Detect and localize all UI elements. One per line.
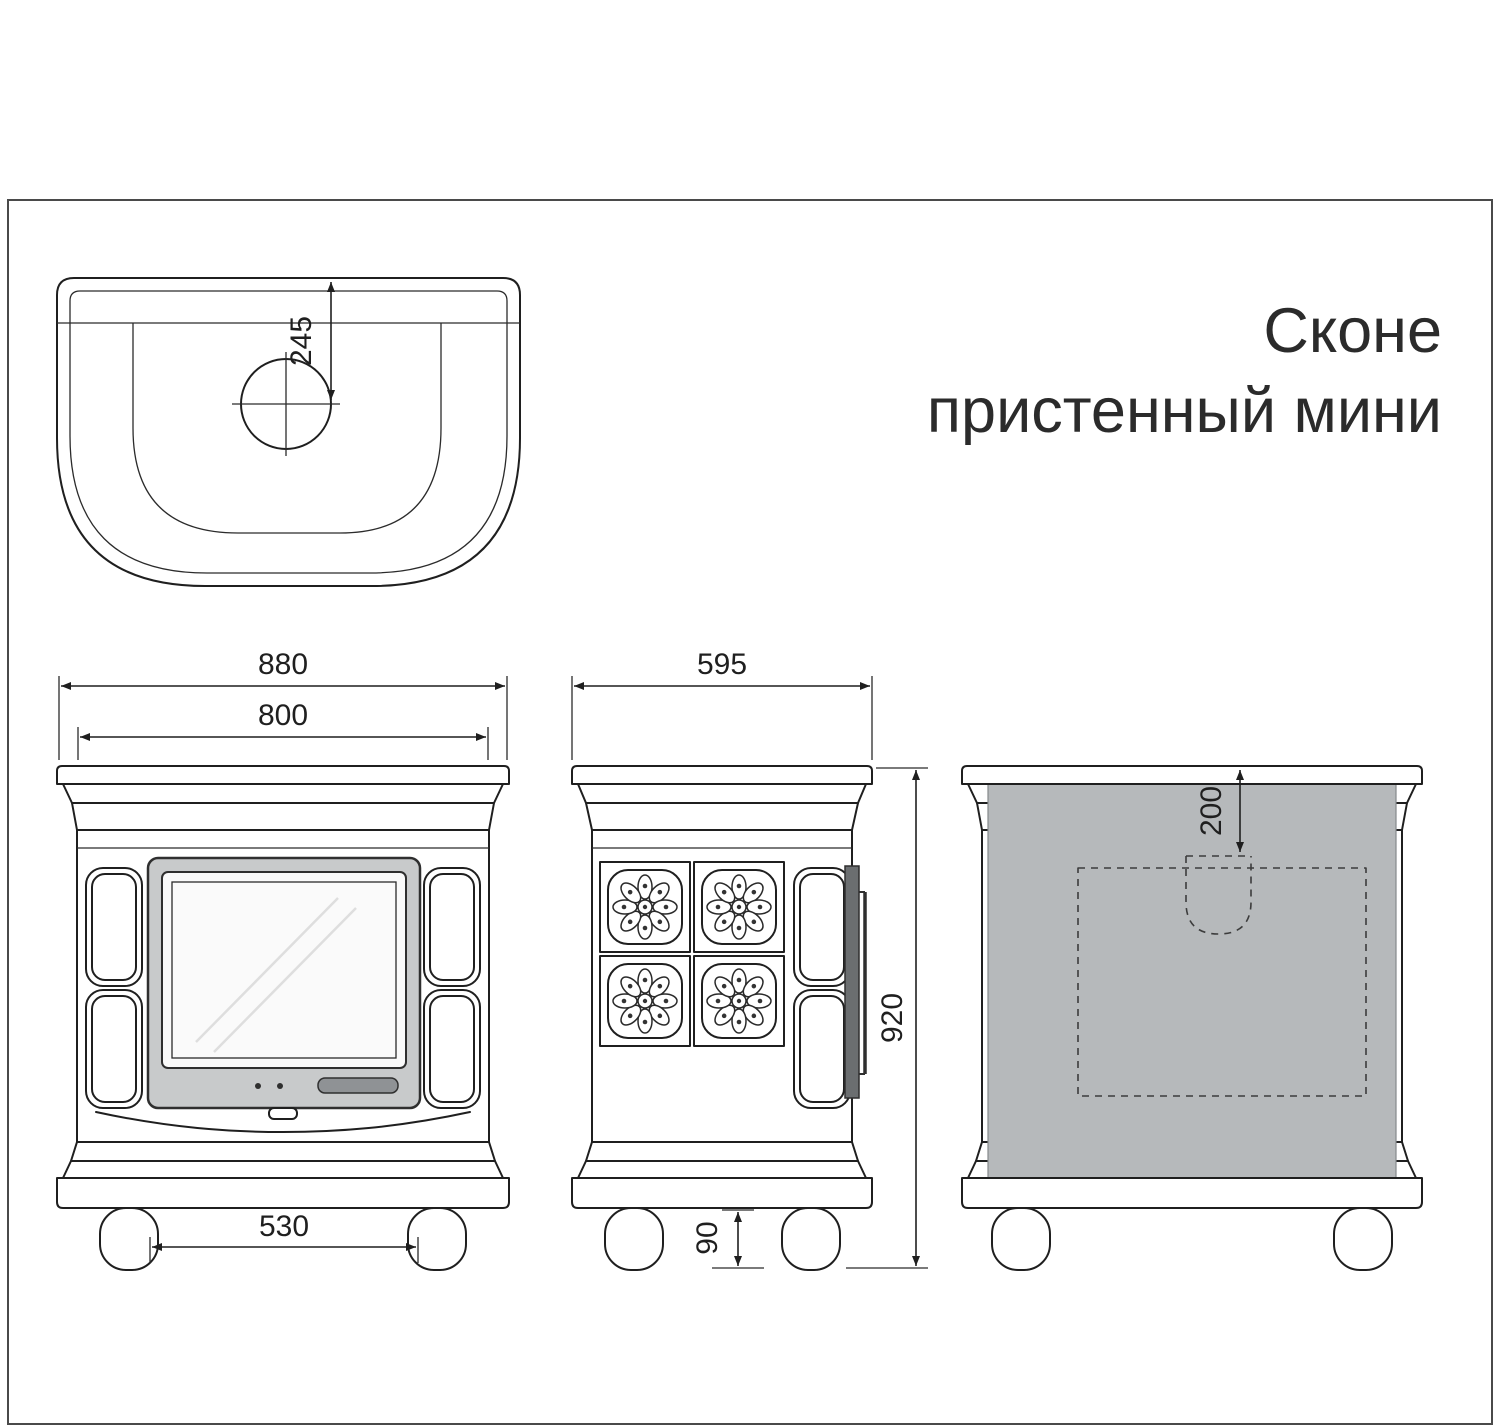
door-handle	[317, 1077, 399, 1094]
cartouche-tile	[85, 989, 143, 1109]
dimension-overall-height: 920	[846, 767, 928, 1269]
top-view-outer-outline	[56, 277, 521, 587]
front-cornice-band-2	[71, 802, 495, 831]
dim-label-90: 90	[691, 1221, 724, 1254]
side-cornice-band-1	[577, 783, 867, 804]
dim-label-880: 880	[258, 648, 308, 681]
bun-foot	[1333, 1207, 1393, 1271]
fire-door	[146, 856, 422, 1110]
glass-reflection	[213, 907, 357, 1053]
dimension-top-flue-offset: 245	[285, 282, 335, 400]
flower-tile	[600, 956, 690, 1046]
front-base-band-1	[70, 1141, 496, 1162]
side-top-slab	[571, 765, 873, 785]
front-cornice-band-1	[62, 783, 504, 804]
flower-tile	[600, 862, 690, 952]
top-view-inner-panel	[132, 323, 442, 534]
dim-label-530: 530	[259, 1210, 309, 1243]
front-view: 880 800	[56, 648, 510, 1271]
dim-label-595: 595	[697, 648, 747, 681]
dim-label-800: 800	[258, 699, 308, 732]
side-base-band-2	[577, 1160, 867, 1179]
side-view: 595 90	[571, 648, 928, 1271]
front-base-band-2	[62, 1160, 504, 1179]
bun-foot	[99, 1207, 159, 1271]
door-knob	[277, 1083, 283, 1089]
glass-reflection	[195, 897, 339, 1043]
product-title: Сконе пристенный мини	[927, 296, 1442, 446]
door-knob	[255, 1083, 261, 1089]
front-apron-curve	[95, 1111, 471, 1133]
side-base-band-1	[585, 1141, 859, 1162]
top-view-inner-outline	[69, 290, 508, 574]
door-glass-inner-frame	[171, 881, 397, 1059]
door-edge-profile	[844, 865, 867, 1099]
dimension-side-depth: 595	[571, 648, 873, 760]
top-view: 245	[56, 277, 521, 587]
product-title-line-2: пристенный мини	[927, 376, 1442, 446]
dimension-back-flue-offset: 200	[1195, 770, 1244, 852]
bun-foot	[407, 1207, 467, 1271]
dim-label-245: 245	[285, 316, 318, 366]
door-glass	[161, 871, 407, 1069]
cartouche-tile	[85, 867, 143, 987]
hidden-core-outline	[1077, 867, 1367, 1097]
dim-label-920: 920	[876, 993, 909, 1043]
front-top-slab	[56, 765, 510, 785]
cartouche-tile	[423, 867, 481, 987]
bun-foot	[604, 1207, 664, 1271]
cartouche-tile	[423, 989, 481, 1109]
dimension-front-overall-width: 880	[58, 648, 508, 760]
flower-tile	[694, 862, 784, 952]
cartouche-tile	[793, 989, 851, 1109]
dim-label-200: 200	[1195, 786, 1228, 836]
product-title-line-1: Сконе	[1263, 296, 1442, 366]
bun-foot	[781, 1207, 841, 1271]
flue-center-cross	[232, 352, 340, 456]
hidden-flue-outline	[1185, 855, 1252, 935]
bun-foot	[991, 1207, 1051, 1271]
apron-ornament	[268, 1107, 298, 1120]
page-border	[7, 199, 1493, 1425]
front-base-slab	[56, 1177, 510, 1209]
cartouche-tile	[793, 867, 851, 987]
dimension-front-leg-span: 530	[149, 1210, 419, 1263]
back-top-slab	[961, 765, 1423, 785]
back-view: 200	[961, 765, 1423, 1271]
back-base-slab	[961, 1177, 1423, 1209]
side-cornice-band-2	[585, 802, 859, 831]
dimension-leg-height: 90	[691, 1209, 764, 1269]
dimension-front-body-width: 800	[77, 699, 489, 760]
flower-tile	[694, 956, 784, 1046]
side-base-slab	[571, 1177, 873, 1209]
back-panel	[987, 783, 1397, 1179]
